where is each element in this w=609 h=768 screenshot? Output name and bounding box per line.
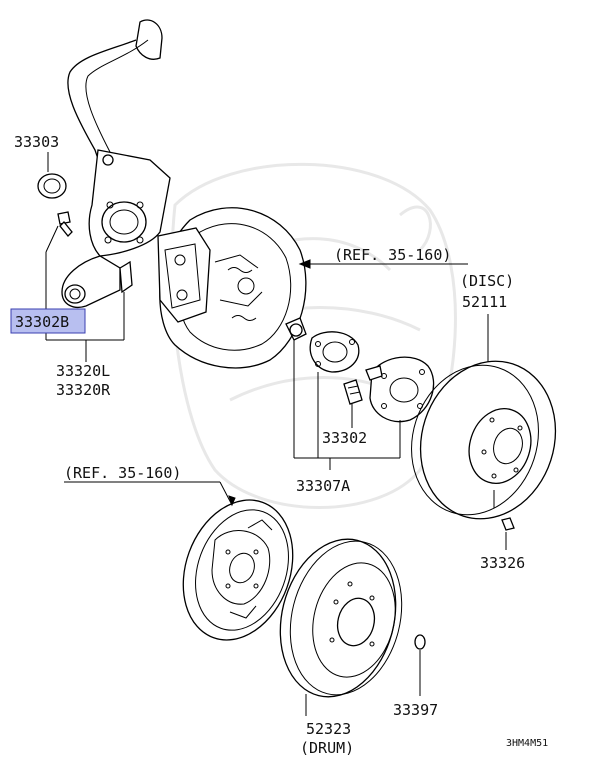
- label-drum: (DRUM): [300, 739, 354, 757]
- steering-knuckle: [61, 19, 171, 308]
- label-ref-upper[interactable]: (REF. 35-160): [334, 246, 451, 264]
- label-33302[interactable]: 33302: [322, 429, 367, 447]
- plug-33397: [414, 634, 426, 650]
- brake-drum-52323: [279, 538, 403, 698]
- label-33326[interactable]: 33326: [480, 554, 525, 572]
- wheel-hub: [309, 331, 360, 373]
- seal-33303: [37, 173, 67, 199]
- leader-lines: [45, 152, 507, 716]
- hub-nut: [285, 317, 307, 341]
- backing-plate-assembly: [157, 207, 307, 369]
- label-52323[interactable]: 52323: [306, 720, 351, 738]
- bolt-33302b: [57, 211, 73, 237]
- label-33307a[interactable]: 33307A: [296, 477, 350, 495]
- hub-stud-33302: [343, 379, 363, 405]
- highlight-box: [10, 308, 86, 334]
- drum-backing-plate: [182, 499, 294, 641]
- label-disc: (DISC): [460, 272, 514, 290]
- label-52111[interactable]: 52111: [462, 293, 507, 311]
- nut-33326: [501, 517, 515, 531]
- label-ref-lower[interactable]: (REF. 35-160): [64, 464, 181, 482]
- hub-flange: [365, 356, 435, 423]
- label-33303[interactable]: 33303: [14, 133, 59, 151]
- label-33320l[interactable]: 33320L: [56, 362, 110, 380]
- label-33320r[interactable]: 33320R: [56, 381, 111, 399]
- diagram-code: 3HM4M51: [506, 738, 548, 749]
- label-33397[interactable]: 33397: [393, 701, 438, 719]
- label-33302b[interactable]: 33302B: [15, 313, 69, 331]
- disc-rotor-52111: [411, 360, 557, 520]
